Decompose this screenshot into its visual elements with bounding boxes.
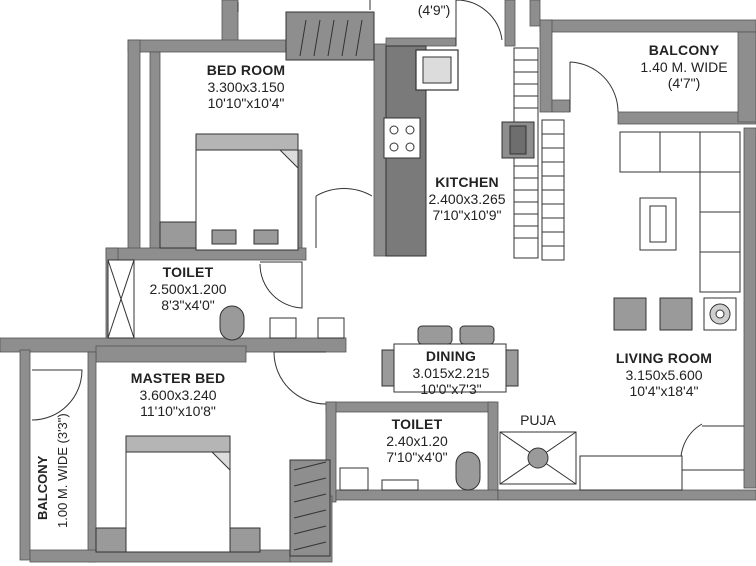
window-hatches — [285, 11, 375, 557]
room-metric: 1.40 M. WIDE — [640, 58, 728, 75]
room-label-balcony-left: BALCONY — [34, 456, 52, 520]
room-metric: 3.150x5.600 — [625, 366, 703, 383]
room-metric: 2.400x3.265 — [428, 190, 506, 207]
room-label-balcony-top: BALCONY 1.40 M. WIDE (4'7") — [628, 42, 740, 92]
dimension-top-fragment: (4'9") — [410, 2, 458, 19]
room-label-living-room: LIVING ROOM 3.150x5.600 10'4"x18'4" — [606, 350, 722, 400]
sofa — [619, 131, 741, 293]
room-imperial: 10'0"x7'3" — [420, 381, 482, 398]
room-name: BED ROOM — [206, 62, 286, 78]
room-imperial: (4'7") — [667, 75, 701, 92]
room-imperial: 11'10"x10'8" — [140, 403, 216, 420]
room-name: KITCHEN — [435, 174, 499, 190]
room-label-bedroom: BED ROOM 3.300x3.150 10'10"x10'4" — [196, 62, 296, 112]
room-name: LIVING ROOM — [615, 350, 713, 366]
room-metric: 1.00 M. WIDE (3'3") — [55, 413, 70, 528]
bed-bedroom — [195, 133, 299, 251]
room-label-toilet-top: TOILET 2.500x1.200 8'3"x4'0" — [140, 264, 236, 314]
window-strips — [107, 221, 197, 339]
dining-table — [381, 325, 519, 393]
bed-master — [95, 435, 261, 553]
toilet-fixtures — [219, 305, 481, 491]
room-imperial: (4'9") — [417, 2, 451, 18]
room-metric: 3.015x2.215 — [412, 364, 490, 381]
room-label-kitchen: KITCHEN 2.400x3.265 7'10"x10'9" — [412, 174, 522, 224]
room-metric: 2.40x1.20 — [386, 432, 448, 449]
room-label-puja: PUJA — [508, 412, 568, 429]
room-name: BALCONY — [35, 455, 50, 520]
room-name: TOILET — [391, 416, 443, 432]
kitchen-counter — [383, 45, 459, 257]
room-metric: 3.600x3.240 — [139, 386, 217, 403]
room-imperial: 10'10"x10'4" — [207, 95, 285, 112]
room-imperial: 7'10"x4'0" — [386, 449, 448, 466]
room-imperial: 8'3"x4'0" — [161, 297, 215, 314]
room-name: DINING — [425, 348, 477, 364]
room-imperial: 7'10"x10'9" — [432, 207, 502, 224]
room-metric: 2.500x1.200 — [149, 280, 227, 297]
room-dimension-balcony-left: 1.00 M. WIDE (3'3") — [54, 413, 72, 528]
room-label-master-bed: MASTER BED 3.600x3.240 11'10"x10'8" — [122, 370, 234, 420]
room-imperial: 10'4"x18'4" — [629, 383, 699, 400]
puja-unit — [499, 431, 683, 491]
room-name: MASTER BED — [130, 370, 226, 386]
room-name: PUJA — [520, 412, 556, 428]
room-name: BALCONY — [648, 42, 720, 58]
duct-ladder — [501, 47, 565, 261]
room-metric: 3.300x3.150 — [207, 78, 285, 95]
living-chairs — [613, 297, 737, 331]
door-swings — [31, 0, 744, 471]
room-name: TOILET — [162, 264, 214, 280]
room-label-dining: DINING 3.015x2.215 10'0"x7'3" — [406, 348, 496, 398]
room-label-toilet-bottom: TOILET 2.40x1.20 7'10"x4'0" — [374, 416, 460, 466]
